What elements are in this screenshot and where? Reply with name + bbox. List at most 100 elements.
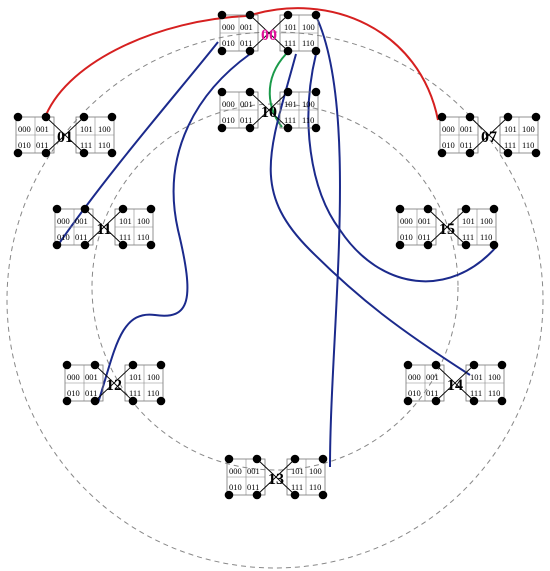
bit-label: 000 xyxy=(229,466,242,476)
bit-label: 001 xyxy=(75,216,88,226)
port-dot xyxy=(217,10,227,20)
edge-00-to-07 xyxy=(247,7,439,121)
node-label: 11 xyxy=(96,221,111,238)
port-dot xyxy=(469,396,479,406)
bit-label: 001 xyxy=(418,216,431,226)
edge-00-to-14 xyxy=(269,53,471,376)
port-dot xyxy=(465,148,475,158)
node-cross-line xyxy=(249,14,289,52)
node-cross-line xyxy=(45,116,85,154)
port-dot xyxy=(107,148,117,158)
port-dot xyxy=(217,87,227,97)
port-dot xyxy=(156,396,166,406)
bit-label: 000 xyxy=(222,22,235,32)
port-dot xyxy=(437,148,447,158)
port-dot xyxy=(90,360,100,370)
bit-label: 011 xyxy=(247,482,259,492)
port-dot xyxy=(311,87,321,97)
outer-ring xyxy=(6,31,544,569)
port-dot xyxy=(52,204,62,214)
bit-label: 111 xyxy=(284,38,296,48)
port-dot xyxy=(461,204,471,214)
port-dot xyxy=(423,204,433,214)
port-dot xyxy=(245,87,255,97)
bit-label: 110 xyxy=(488,388,500,398)
bit-label: 101 xyxy=(284,99,297,109)
bit-label: 101 xyxy=(462,216,475,226)
port-dot xyxy=(118,204,128,214)
bit-label: 010 xyxy=(222,115,235,125)
port-dot xyxy=(41,148,51,158)
port-dot xyxy=(461,240,471,250)
port-dot xyxy=(107,112,117,122)
bit-label: 000 xyxy=(18,124,31,134)
port-dot xyxy=(431,360,441,370)
bit-label: 110 xyxy=(137,232,149,242)
bit-label: 111 xyxy=(462,232,474,242)
port-dot xyxy=(403,360,413,370)
port-dot xyxy=(403,396,413,406)
port-dot xyxy=(224,454,234,464)
port-dot xyxy=(531,112,541,122)
port-dot xyxy=(318,454,328,464)
edge-00-to-12 xyxy=(97,53,251,404)
bit-label: 010 xyxy=(222,38,235,48)
port-dot xyxy=(118,240,128,250)
bit-label: 011 xyxy=(240,38,252,48)
bit-label: 110 xyxy=(480,232,492,242)
port-dot xyxy=(13,148,23,158)
bit-label: 010 xyxy=(229,482,242,492)
bit-label: 110 xyxy=(302,115,314,125)
bit-label: 000 xyxy=(442,124,455,134)
node-label: 01 xyxy=(57,129,73,146)
port-dot xyxy=(395,240,405,250)
node-label: 00 xyxy=(261,27,277,44)
port-dot xyxy=(245,46,255,56)
bit-label: 011 xyxy=(75,232,87,242)
bit-label: 001 xyxy=(247,466,260,476)
port-dot xyxy=(290,454,300,464)
port-dot xyxy=(503,112,513,122)
bit-label: 010 xyxy=(67,388,80,398)
edge-00-to-01 xyxy=(45,15,247,116)
port-dot xyxy=(497,396,507,406)
bit-label: 100 xyxy=(302,22,315,32)
port-dot xyxy=(79,148,89,158)
port-dot xyxy=(13,112,23,122)
bit-label: 010 xyxy=(408,388,421,398)
bit-label: 100 xyxy=(98,124,111,134)
bit-label: 110 xyxy=(522,140,534,150)
bit-label: 110 xyxy=(302,38,314,48)
bit-label: 000 xyxy=(222,99,235,109)
port-dot xyxy=(52,240,62,250)
dashed-rings xyxy=(6,31,544,569)
port-dot xyxy=(62,360,72,370)
port-dot xyxy=(90,396,100,406)
port-dot xyxy=(79,112,89,122)
port-dot xyxy=(497,360,507,370)
port-dot xyxy=(531,148,541,158)
bit-label: 001 xyxy=(426,372,439,382)
port-dot xyxy=(311,123,321,133)
bit-label: 011 xyxy=(36,140,48,150)
bit-label: 000 xyxy=(67,372,80,382)
port-dot xyxy=(283,10,293,20)
port-dot xyxy=(469,360,479,370)
bit-label: 111 xyxy=(470,388,482,398)
node-label: 15 xyxy=(439,221,455,238)
bit-label: 011 xyxy=(460,140,472,150)
port-dot xyxy=(283,46,293,56)
bit-label: 010 xyxy=(18,140,31,150)
port-dot xyxy=(245,123,255,133)
port-dot xyxy=(489,204,499,214)
port-dot xyxy=(80,240,90,250)
port-dot xyxy=(311,10,321,20)
